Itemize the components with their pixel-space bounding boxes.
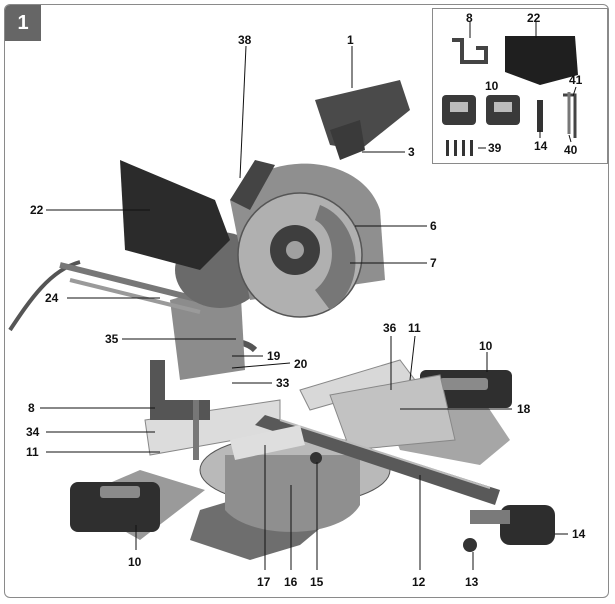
inset-callout-10: 10 [485,79,499,93]
blade-flange [286,241,304,259]
callout-16: 16 [284,575,298,589]
handle-arm-38 [230,160,275,210]
right-fence-panel-18 [329,374,456,451]
turntable-lower [225,455,360,532]
handle-14 [500,505,555,545]
dust-bag-22 [120,160,230,270]
callout-6: 6 [430,219,437,233]
inset-callout-22: 22 [527,11,541,25]
leader-lines [40,45,568,570]
inset-callout-14: 14 [534,139,548,153]
callout-7: 7 [430,256,437,270]
callout-24: 24 [45,291,59,305]
callout-11-upper: 11 [408,321,421,335]
accessories-inset [432,8,608,164]
clamp-screw [193,400,199,460]
knob-13 [463,538,477,552]
insert-plate-17 [230,425,305,460]
inset-callout-41: 41 [569,73,583,87]
callout-19: 19 [267,349,281,363]
callout-11-lower: 11 [26,445,39,459]
callout-36: 36 [383,321,397,335]
sliding-rods-24 [59,262,201,303]
callout-33: 33 [276,376,290,390]
sliding-rods-lower [69,278,201,314]
callout-18: 18 [517,402,531,416]
inset-callout-8: 8 [466,11,473,25]
extension-rail-inner [279,419,491,489]
callout-8: 8 [28,401,35,415]
lower-blade-guard-7 [315,205,356,310]
figure-number-badge: 1 [5,5,41,41]
figure-frame [4,4,609,598]
callout-3: 3 [408,145,415,159]
left-foot-handle [100,486,140,498]
callout-20: 20 [294,357,308,371]
switch-3 [330,120,365,160]
right-foot-handle [440,378,488,390]
inset-callout-40: 40 [564,143,578,157]
callout-17: 17 [257,575,271,589]
callout-12: 12 [412,575,426,589]
handle-shaft [470,510,510,524]
extension-rail-12 [255,415,500,505]
callout-35: 35 [105,332,119,346]
inset-leader-lines [469,22,577,149]
inset-knob-14 [537,100,543,132]
inset-clamp-8 [452,38,488,64]
callout-10-right: 10 [479,339,493,353]
callout-14: 14 [572,527,586,541]
inset-callout-39: 39 [488,141,502,155]
callout-34: 34 [26,425,40,439]
inset-drawings [442,22,578,156]
inset-screws-39 [446,140,473,156]
callout-1: 1 [347,33,354,47]
callout-38: 38 [238,33,252,47]
inset-dust-bag-22 [505,36,578,85]
callout-15: 15 [310,575,324,589]
lock-15 [310,452,322,464]
callout-10-left: 10 [128,555,142,569]
figure-number: 1 [17,11,29,34]
callout-13: 13 [465,575,479,589]
inset-foot-b-hole [494,102,512,112]
inset-foot-a-hole [450,102,468,112]
callout-22: 22 [30,203,44,217]
inset-hex-key-41 [563,93,577,138]
